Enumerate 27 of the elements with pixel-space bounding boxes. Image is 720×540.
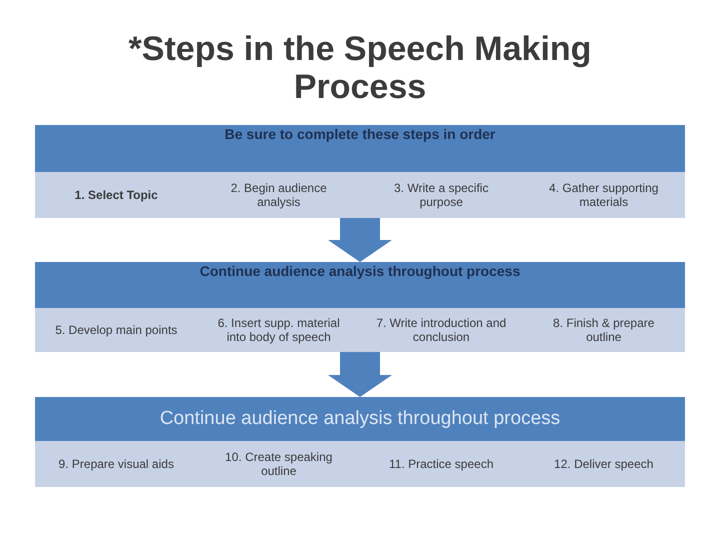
step-text: 8. Finish & prepare outline	[552, 316, 656, 344]
block-arrow	[328, 218, 392, 262]
step-text: 2. Begin audience analysis	[230, 181, 328, 209]
step-text: 3. Write a specific purpose	[393, 181, 490, 209]
band-heading: Continue audience analysis throughout process	[158, 407, 562, 431]
step-text: 11. Practice speech	[388, 457, 494, 471]
step-text: 10. Create speaking outline	[224, 450, 334, 478]
process-band	[35, 262, 685, 352]
step-text: 6. Insert supp. material into body of speech	[216, 316, 341, 344]
block-arrow	[328, 352, 392, 397]
slide-title: *Steps in the Speech Making Process	[128, 30, 592, 106]
band-heading: Continue audience analysis throughout process	[198, 263, 522, 280]
step-cell	[35, 308, 198, 352]
step-cell	[35, 172, 198, 218]
step-text: 5. Develop main points	[55, 323, 178, 337]
step-text: 1. Select Topic	[74, 188, 158, 202]
step-text: 4. Gather supporting materials	[548, 181, 660, 209]
process-band	[35, 397, 685, 487]
step-text: 12. Deliver speech	[554, 457, 654, 471]
process-band	[35, 125, 685, 218]
step-cell	[522, 172, 685, 218]
step-cell	[522, 441, 685, 487]
step-text: 7. Write introduction and conclusion	[376, 316, 506, 344]
step-cell	[35, 441, 198, 487]
step-cell	[522, 308, 685, 352]
step-text: 9. Prepare visual aids	[58, 457, 174, 471]
band-heading: Be sure to complete these steps in order	[224, 126, 496, 143]
